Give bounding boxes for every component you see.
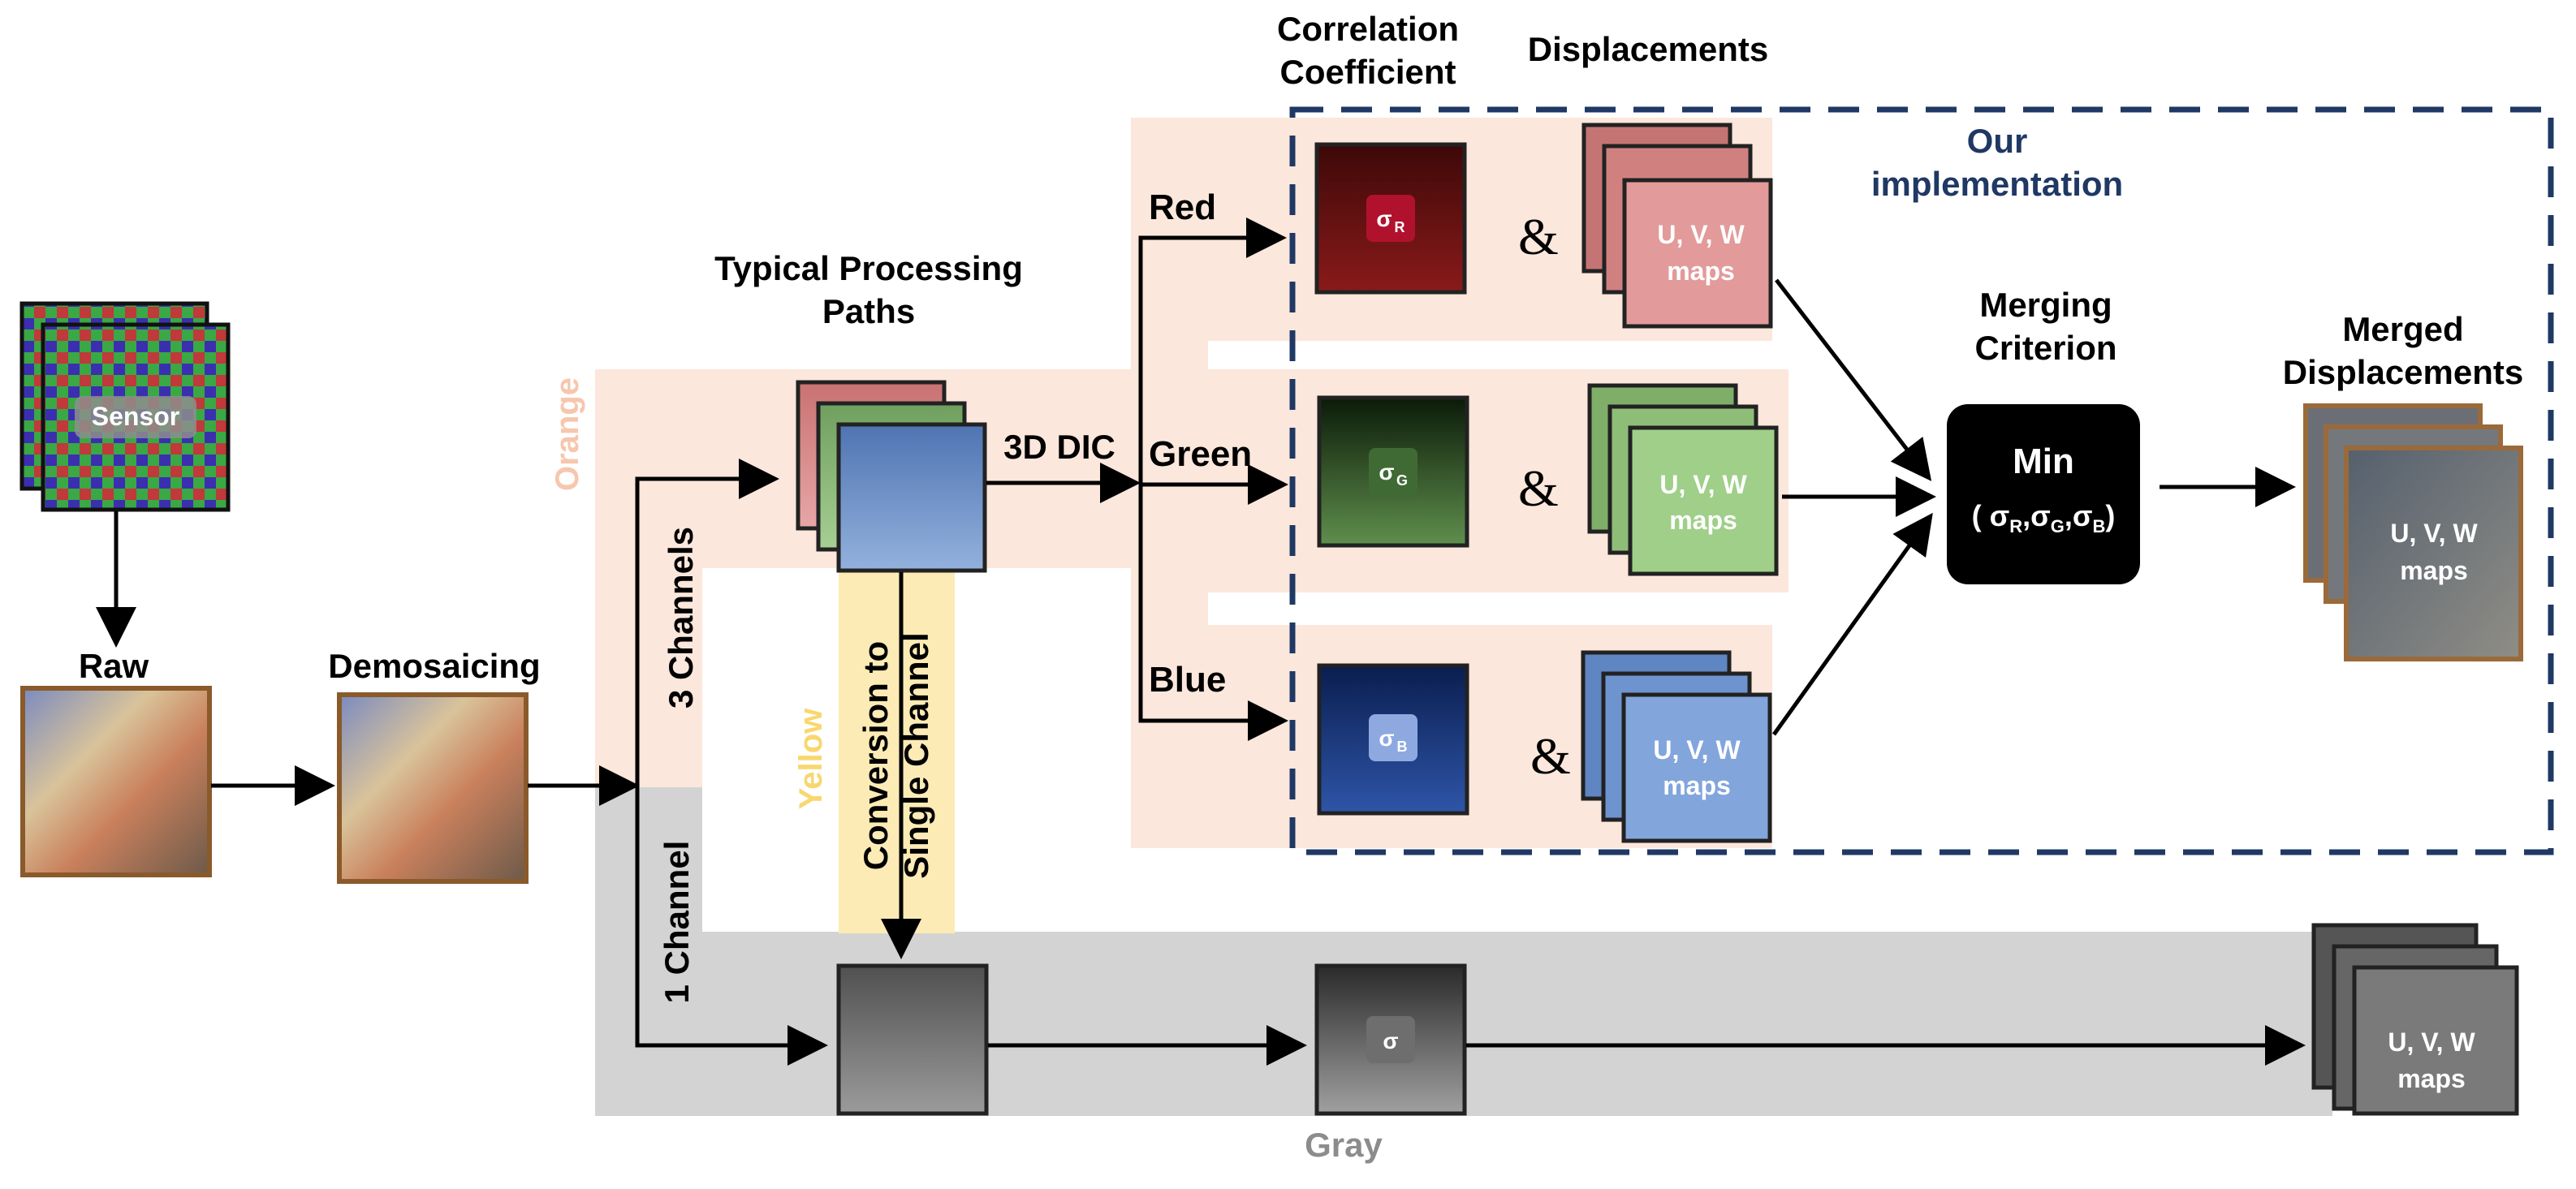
blue-channel-tile bbox=[836, 422, 987, 573]
svg-text:Min: Min bbox=[2013, 442, 2074, 481]
yellow-region bbox=[839, 568, 955, 933]
svg-text:σ: σ bbox=[1383, 1028, 1398, 1053]
arrow-red-to-min bbox=[1775, 278, 1932, 481]
3-channels-label: 3 Channels bbox=[662, 526, 700, 709]
red-label: Red bbox=[1149, 187, 1217, 227]
sigma-green-tile: σ G bbox=[1317, 395, 1469, 548]
green-displacement-stack: U, V, W maps bbox=[1587, 383, 1779, 576]
sensor-stack: Sensor bbox=[19, 301, 231, 512]
svg-text:maps: maps bbox=[2397, 1064, 2466, 1093]
connectors bbox=[96, 218, 2306, 1066]
svg-text:maps: maps bbox=[1669, 506, 1737, 535]
ampersand-blue: & bbox=[1530, 727, 1571, 785]
blue-label: Blue bbox=[1149, 660, 1227, 700]
gray-channel-image bbox=[836, 963, 989, 1116]
svg-text:maps: maps bbox=[2400, 556, 2468, 585]
merging-criterion-label: Merging Criterion bbox=[1974, 286, 2117, 367]
red-displacement-stack: U, V, W maps bbox=[1581, 123, 1773, 329]
svg-text:R: R bbox=[1395, 219, 1405, 235]
raw-image bbox=[20, 686, 212, 877]
1-channel-label: 1 Channel bbox=[658, 840, 696, 1004]
svg-text:( σR,σG,σB): ( σR,σG,σB) bbox=[1972, 499, 2116, 536]
svg-text:U, V, W: U, V, W bbox=[1653, 735, 1741, 765]
ampersand-green: & bbox=[1518, 459, 1559, 517]
ampersand-red: & bbox=[1518, 208, 1559, 265]
svg-text:σ: σ bbox=[1376, 206, 1392, 231]
svg-text:U, V, W: U, V, W bbox=[1659, 470, 1747, 499]
svg-text:B: B bbox=[1397, 739, 1408, 755]
orange-region-label: Orange bbox=[550, 377, 585, 492]
green-label: Green bbox=[1149, 434, 1253, 474]
merged-displacement-stack: U, V, W maps bbox=[2303, 403, 2523, 661]
svg-text:σ: σ bbox=[1379, 726, 1394, 751]
our-implementation-box bbox=[1289, 106, 2554, 855]
displacements-label: Displacements bbox=[1527, 30, 1769, 68]
arrow-to-blue bbox=[1138, 480, 1288, 741]
our-implementation-label: Our implementation bbox=[1871, 122, 2124, 203]
sigma-red-tile: σ R bbox=[1314, 142, 1467, 295]
svg-text:σ: σ bbox=[1379, 459, 1394, 485]
blue-displacement-stack: U, V, W maps bbox=[1581, 650, 1772, 843]
raw-label: Raw bbox=[78, 647, 149, 685]
demosaiced-image bbox=[337, 692, 529, 884]
merged-displacements-label: Merged Displacements bbox=[2282, 310, 2524, 391]
gray-region-label: Gray bbox=[1305, 1126, 1383, 1164]
sigma-blue-tile: σ B bbox=[1317, 663, 1469, 816]
yellow-region-label: Yellow bbox=[793, 708, 829, 810]
correlation-coefficient-label: Correlation Coefficient bbox=[1276, 10, 1460, 91]
arrow-split-to-1ch bbox=[635, 786, 828, 1066]
sensor-label-badge bbox=[75, 396, 196, 438]
orange-region-left bbox=[595, 369, 702, 799]
rgb-channel-stack bbox=[796, 380, 987, 573]
gray-displacement-stack: U, V, W maps bbox=[2311, 923, 2519, 1116]
svg-text:G: G bbox=[1396, 472, 1408, 489]
svg-text:maps: maps bbox=[1667, 256, 1735, 286]
svg-text:U, V, W: U, V, W bbox=[2388, 1027, 2475, 1057]
sigma-gray-tile: σ bbox=[1314, 963, 1467, 1116]
typical-paths-label: Typical Processing Paths bbox=[714, 249, 1023, 330]
min-criterion-box: Min ( σR,σG,σB) bbox=[1947, 404, 2140, 584]
sensor-label: Sensor bbox=[92, 402, 179, 431]
3d-dic-label: 3D DIC bbox=[1003, 428, 1115, 466]
svg-text:U, V, W: U, V, W bbox=[1657, 220, 1745, 249]
demosaicing-label: Demosaicing bbox=[328, 647, 541, 685]
arrow-blue-to-min bbox=[1771, 512, 1933, 736]
svg-text:U, V, W: U, V, W bbox=[2390, 519, 2478, 548]
conversion-label: Conversion to Single Channel bbox=[857, 632, 936, 879]
svg-text:maps: maps bbox=[1663, 771, 1731, 800]
